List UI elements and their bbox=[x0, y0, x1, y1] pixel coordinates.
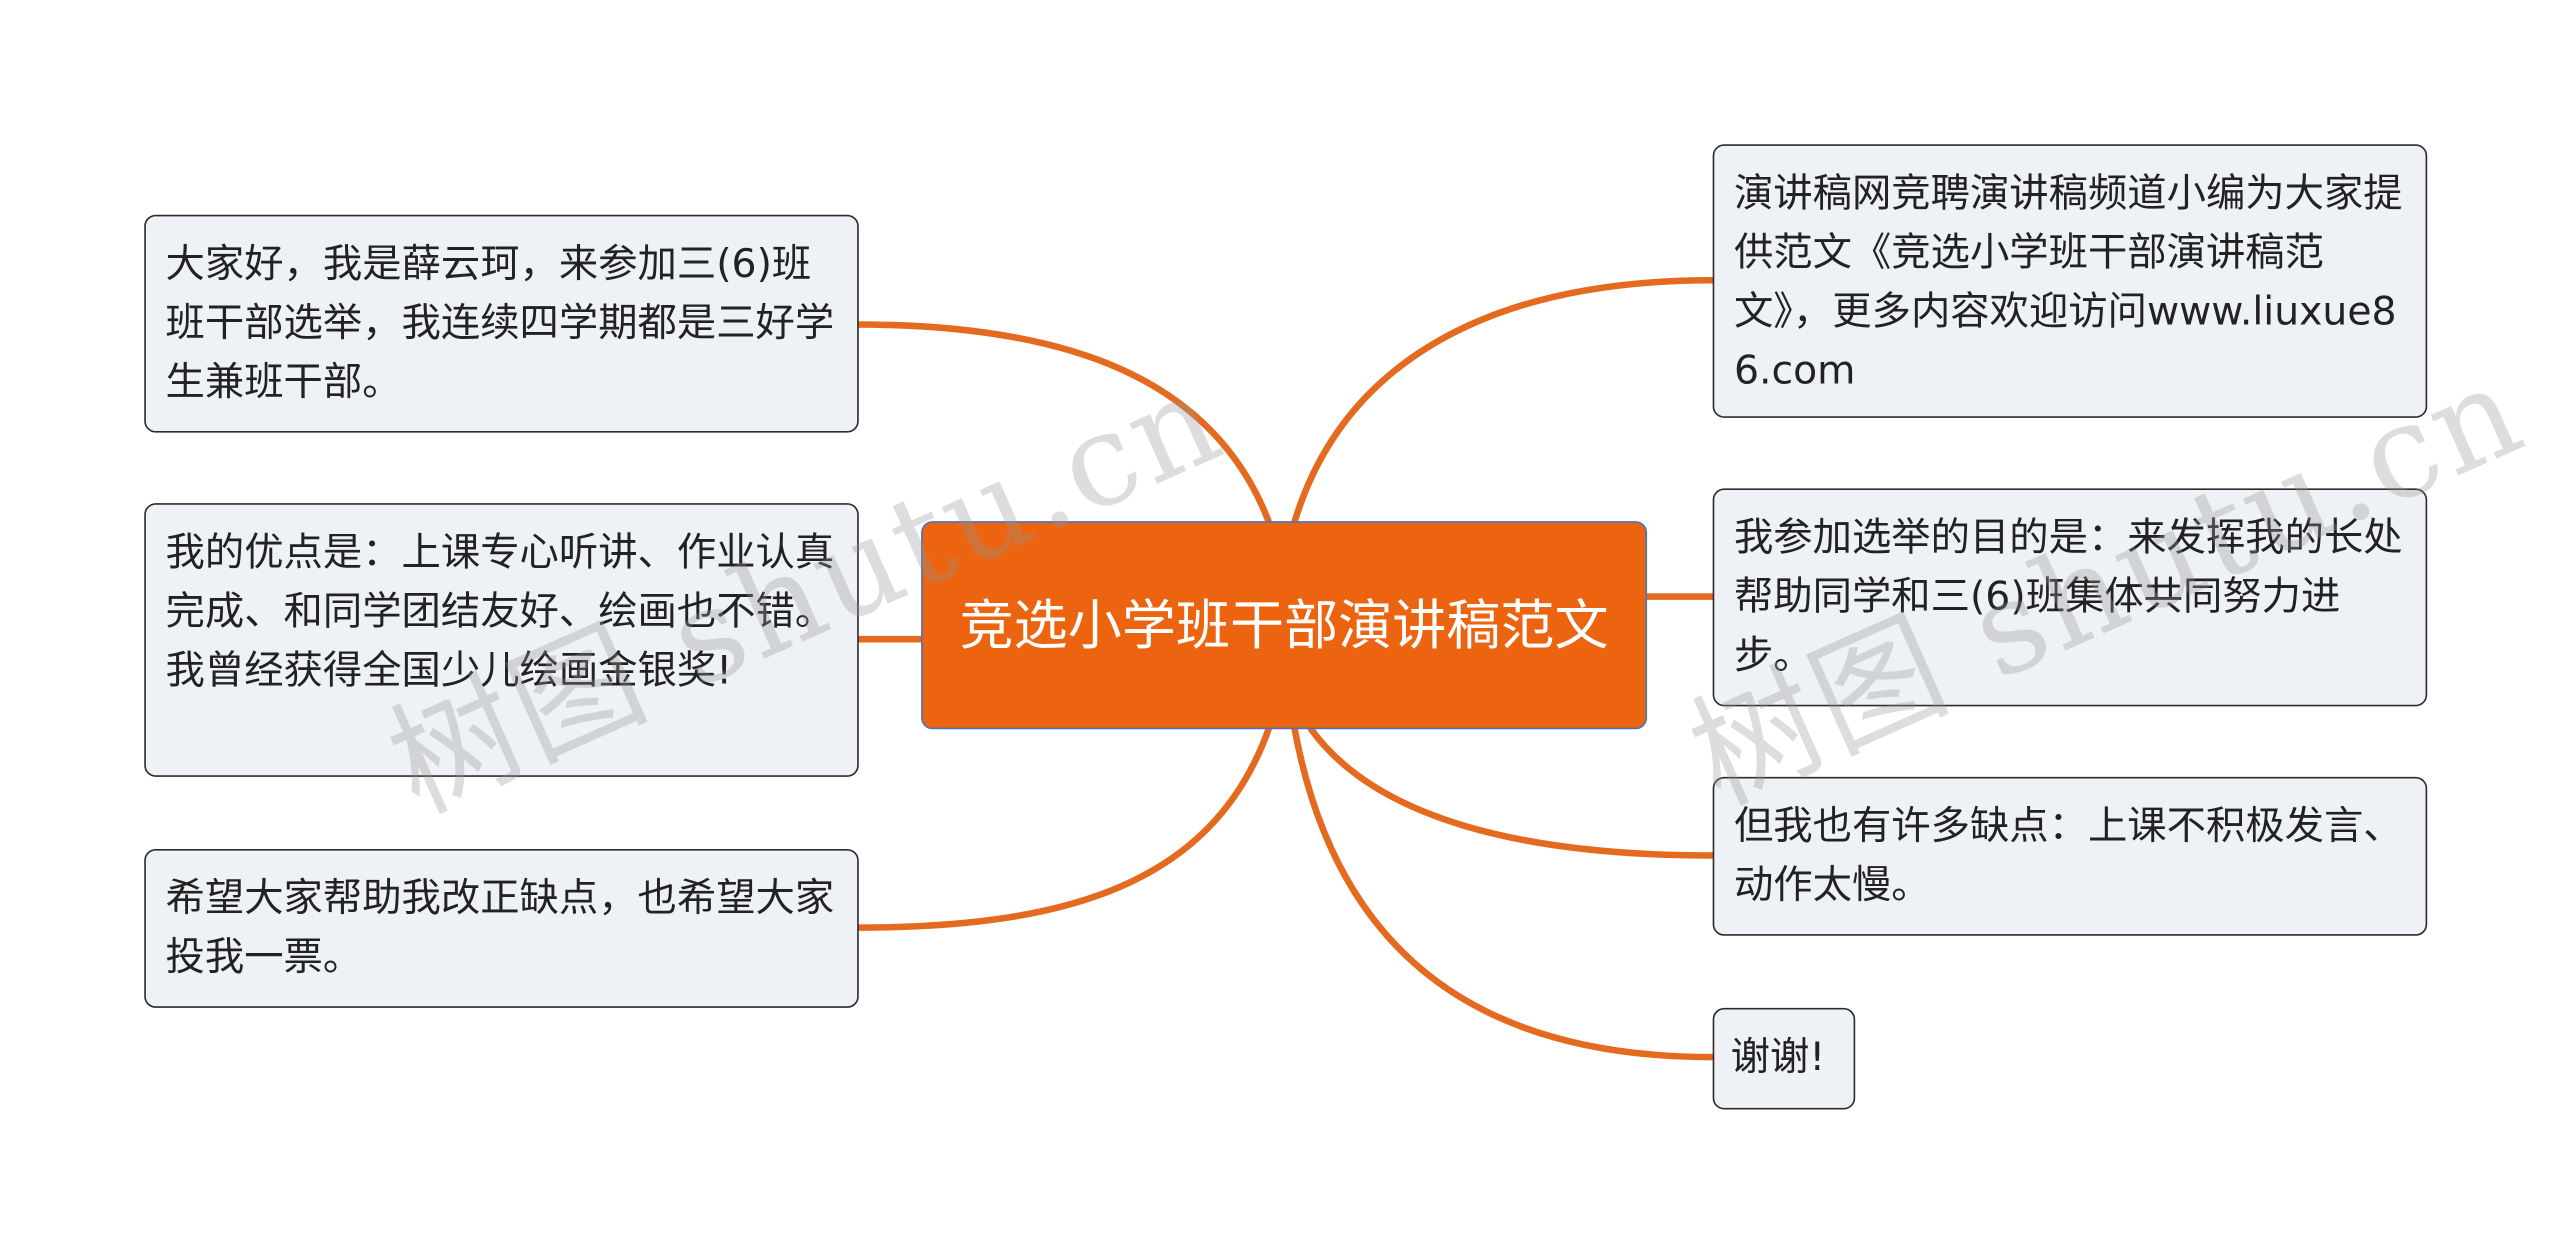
right-topic-thanks[interactable]: 谢谢! bbox=[1712, 1007, 1856, 1110]
connector-right-4 bbox=[1291, 726, 1716, 1061]
topic-label: 演讲稿网竞聘演讲稿频道小编为大家提供范文《竞选小学班干部演讲稿范文》，更多内容欢… bbox=[1733, 170, 2403, 394]
topic-label: 希望大家帮助我改正缺点，也希望大家投我一票。 bbox=[165, 875, 835, 981]
central-topic[interactable]: 竞选小学班干部演讲稿范文 bbox=[921, 521, 1648, 730]
right-topic-weaknesses[interactable]: 但我也有许多缺点：上课不积极发言、动作太慢。 bbox=[1712, 776, 2428, 936]
left-topic-strengths[interactable]: 我的优点是：上课专心听讲、作业认真完成、和同学团结友好、绘画也不错。我曾经获得全… bbox=[144, 503, 859, 777]
topic-label: 我的优点是：上课专心听讲、作业认真完成、和同学团结友好、绘画也不错。我曾经获得全… bbox=[165, 529, 835, 694]
left-topic-intro[interactable]: 大家好，我是薛云珂，来参加三(6)班班干部选举，我连续四学期都是三好学生兼班干部… bbox=[144, 214, 859, 433]
right-topic-source[interactable]: 演讲稿网竞聘演讲稿频道小编为大家提供范文《竞选小学班干部演讲稿范文》，更多内容欢… bbox=[1712, 144, 2428, 418]
topic-label: 大家好，我是薛云珂，来参加三(6)班班干部选举，我连续四学期都是三好学生兼班干部… bbox=[165, 240, 835, 405]
topic-label: 我参加选举的目的是：来发挥我的长处帮助同学和三(6)班集体共同努力进步。 bbox=[1733, 514, 2403, 679]
topic-label: 谢谢! bbox=[1730, 1034, 1826, 1081]
connector-right-3 bbox=[1307, 726, 1716, 859]
right-topic-purpose[interactable]: 我参加选举的目的是：来发挥我的长处帮助同学和三(6)班集体共同努力进步。 bbox=[1712, 488, 2428, 707]
connector-left-1 bbox=[853, 321, 1272, 525]
connector-right-1 bbox=[1291, 276, 1716, 525]
left-topic-request-vote[interactable]: 希望大家帮助我改正缺点，也希望大家投我一票。 bbox=[144, 848, 859, 1008]
topic-label: 但我也有许多缺点：上课不积极发言、动作太慢。 bbox=[1733, 803, 2403, 908]
central-topic-label: 竞选小学班干部演讲稿范文 bbox=[959, 592, 1609, 657]
connector-left-3 bbox=[853, 726, 1272, 931]
